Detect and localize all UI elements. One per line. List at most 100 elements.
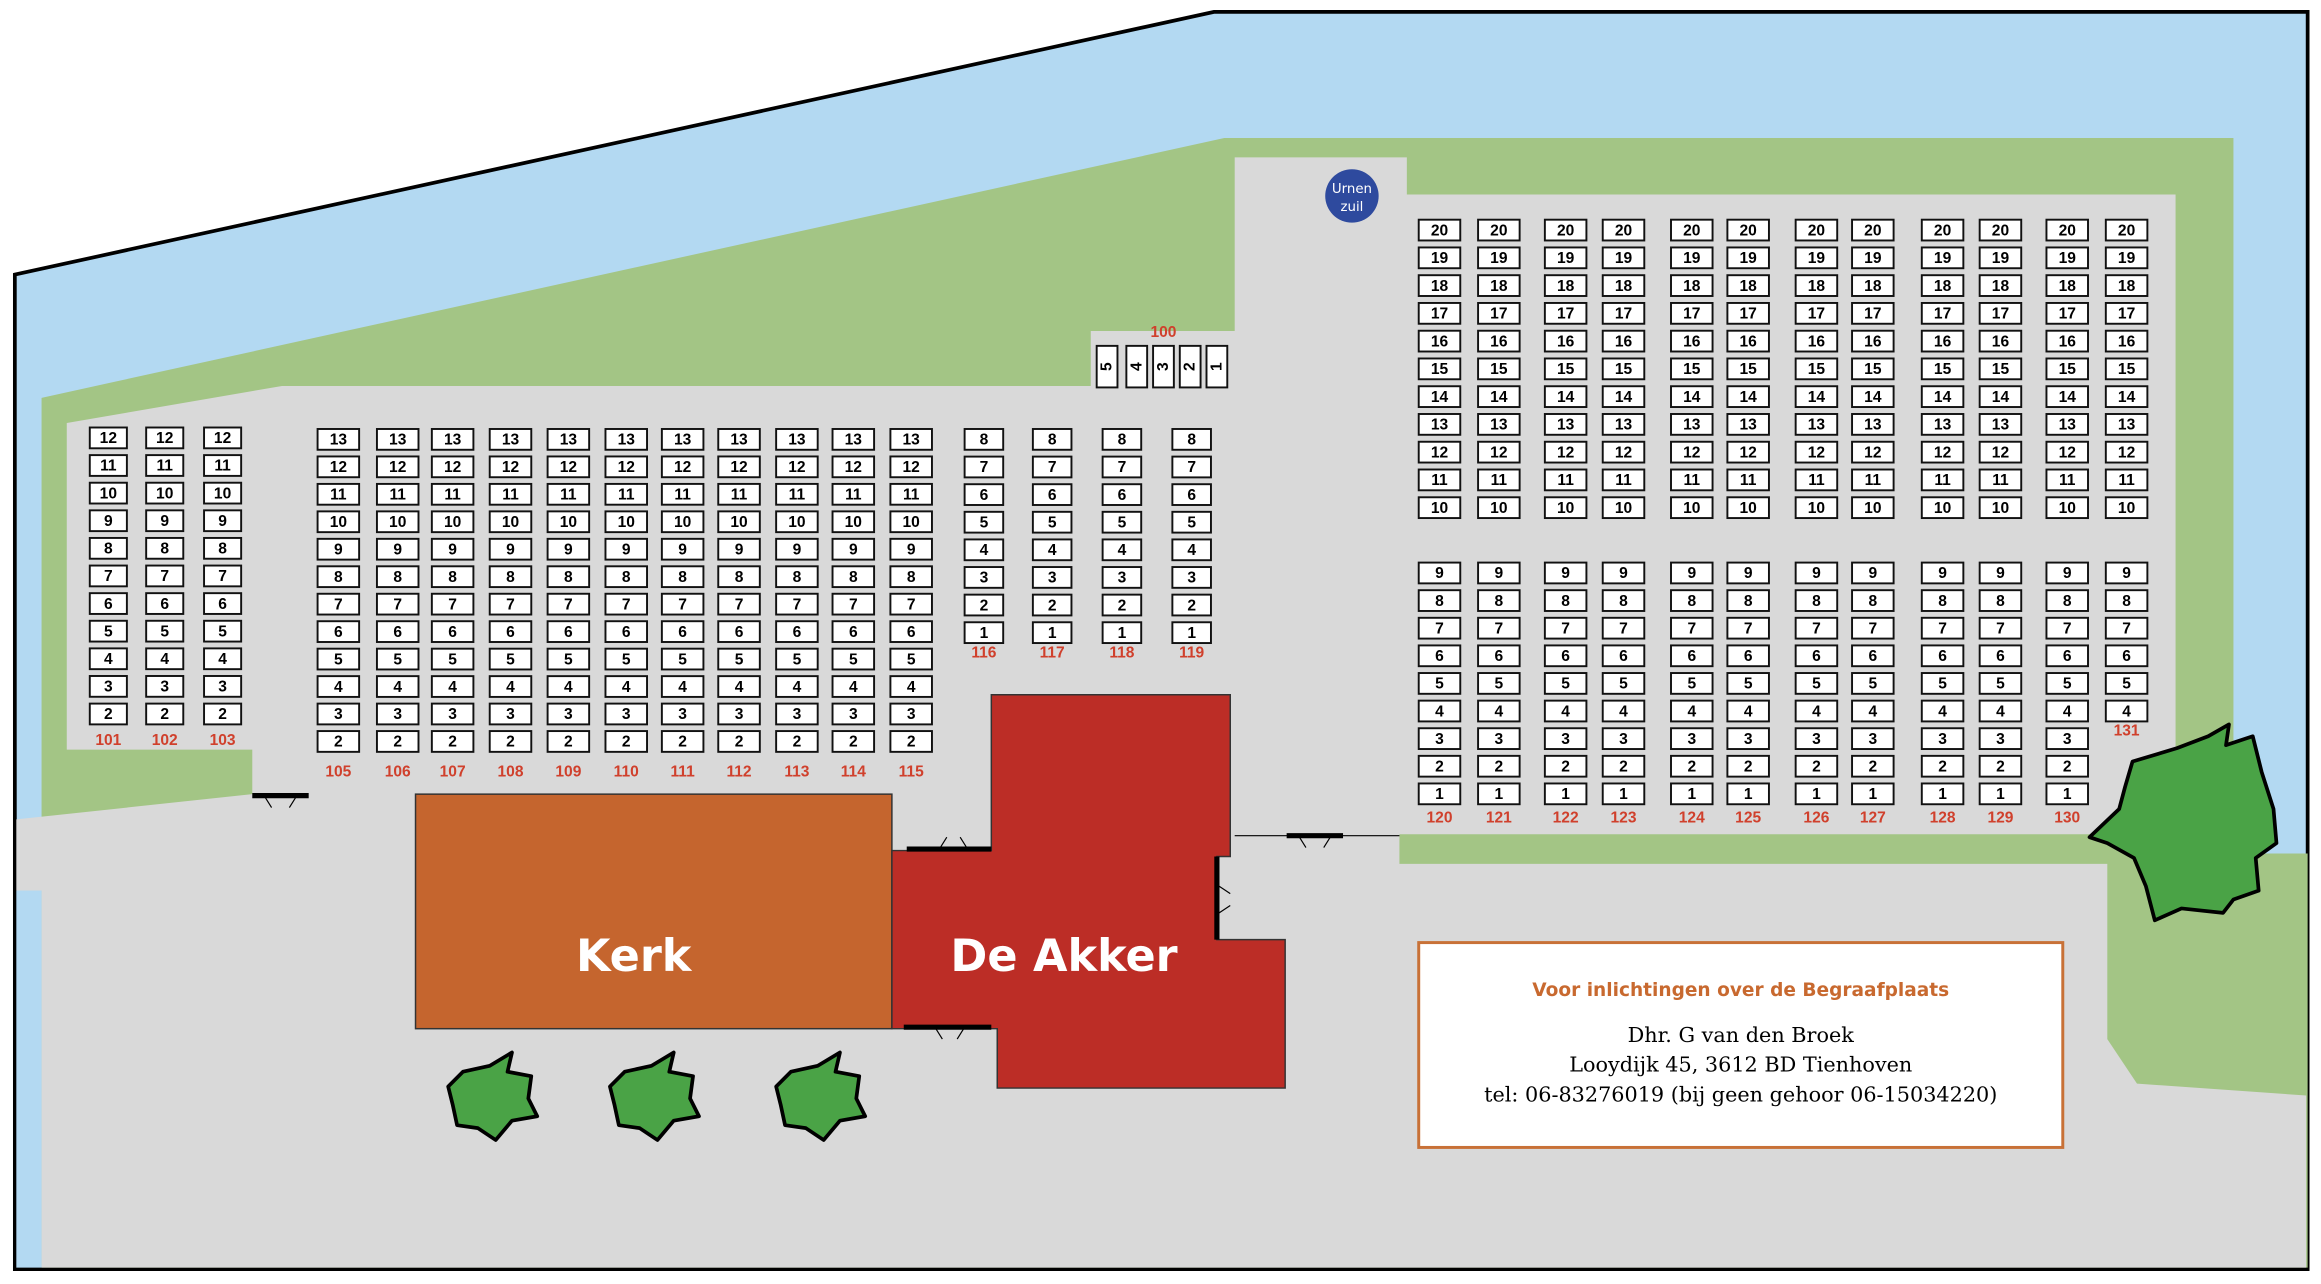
grave-plot[interactable]: 2 — [2045, 754, 2089, 778]
grave-plot[interactable]: 9 — [430, 537, 475, 561]
grave-plot[interactable]: 10 — [660, 510, 705, 534]
grave-plot[interactable]: 7 — [1978, 616, 2023, 640]
grave-plot[interactable]: 19 — [1920, 246, 1965, 270]
grave-plot[interactable]: 3 — [88, 675, 128, 698]
grave-plot[interactable]: 8 — [145, 536, 185, 560]
grave-plot[interactable]: 5 — [717, 647, 761, 671]
grave-plot[interactable]: 2 — [1417, 754, 1462, 778]
grave-plot[interactable]: 12 — [1543, 440, 1588, 464]
grave-plot[interactable]: 2 — [145, 702, 185, 726]
grave-plot[interactable]: 14 — [1726, 385, 1770, 408]
grave-plot[interactable]: 7 — [604, 592, 648, 616]
grave-plot[interactable]: 10 — [1477, 496, 1521, 520]
grave-plot[interactable]: 12 — [430, 455, 475, 479]
grave-plot[interactable]: 2 — [889, 730, 933, 753]
grave-plot[interactable]: 6 — [604, 620, 648, 643]
grave-plot[interactable]: 10 — [1543, 496, 1588, 520]
grave-plot[interactable]: 7 — [660, 592, 705, 616]
grave-plot[interactable]: 5 — [1417, 672, 1462, 695]
grave-plot[interactable]: 20 — [1601, 218, 1646, 242]
grave-plot[interactable]: 5 — [1031, 510, 1073, 534]
grave-plot[interactable]: 19 — [1794, 246, 1839, 270]
grave-plot[interactable]: 19 — [2104, 246, 2149, 270]
grave-plot[interactable]: 11 — [546, 482, 591, 506]
grave-plot[interactable]: 12 — [2045, 440, 2089, 464]
grave-plot[interactable]: 6 — [1920, 644, 1965, 668]
grave-plot[interactable]: 10 — [1726, 496, 1770, 520]
grave-plot[interactable]: 17 — [1920, 301, 1965, 325]
grave-plot[interactable]: 6 — [1417, 644, 1462, 668]
grave-plot[interactable]: 3 — [1726, 727, 1770, 750]
grave-plot[interactable]: 4 — [375, 675, 420, 698]
grave-plot[interactable]: 1 — [1543, 782, 1588, 806]
grave-plot[interactable]: 17 — [1477, 301, 1521, 325]
grave-plot[interactable]: 2 — [430, 730, 475, 753]
grave-plot[interactable]: 1 — [1670, 782, 1714, 806]
grave-plot[interactable]: 5 — [2045, 672, 2089, 695]
grave-plot[interactable]: 8 — [1920, 589, 1965, 612]
grave-plot[interactable]: 5 — [660, 647, 705, 671]
grave-plot[interactable]: 7 — [1543, 616, 1588, 640]
grave-plot[interactable]: 15 — [1543, 357, 1588, 381]
grave-plot[interactable]: 11 — [88, 454, 128, 477]
grave-plot[interactable]: 5 — [1101, 510, 1143, 534]
grave-plot[interactable]: 13 — [546, 428, 591, 451]
grave-plot[interactable]: 7 — [1101, 455, 1143, 479]
grave-plot[interactable]: 10 — [430, 510, 475, 534]
grave-plot[interactable]: 7 — [1171, 455, 1212, 479]
grave-plot[interactable]: 5 — [1726, 672, 1770, 695]
grave-plot[interactable]: 8 — [1670, 589, 1714, 612]
grave-plot[interactable]: 4 — [2045, 699, 2089, 723]
grave-plot[interactable]: 13 — [2045, 413, 2089, 436]
grave-plot[interactable]: 12 — [203, 426, 243, 450]
grave-plot[interactable]: 18 — [1794, 274, 1839, 297]
grave-plot[interactable]: 17 — [1601, 301, 1646, 325]
grave-plot[interactable]: 7 — [430, 592, 475, 616]
grave-plot[interactable]: 2 — [1978, 754, 2023, 778]
grave-plot[interactable]: 3 — [375, 702, 420, 726]
grave-plot[interactable]: 6 — [1851, 644, 1895, 668]
grave-plot[interactable]: 6 — [717, 620, 761, 643]
grave-plot[interactable]: 16 — [1794, 329, 1839, 353]
grave-plot[interactable]: 3 — [1978, 727, 2023, 750]
grave-plot[interactable]: 2 — [1477, 754, 1521, 778]
grave-plot[interactable]: 7 — [546, 592, 591, 616]
grave-plot[interactable]: 5 — [1978, 672, 2023, 695]
grave-plot[interactable]: 6 — [375, 620, 420, 643]
grave-plot[interactable]: 3 — [1670, 727, 1714, 750]
grave-plot[interactable]: 7 — [1601, 616, 1646, 640]
grave-plot[interactable]: 9 — [546, 537, 591, 561]
grave-plot[interactable]: 9 — [316, 537, 361, 561]
grave-plot[interactable]: 19 — [1726, 246, 1770, 270]
grave-plot[interactable]: 20 — [1477, 218, 1521, 242]
grave-plot[interactable]: 11 — [775, 482, 819, 506]
grave-plot[interactable]: 1 — [1851, 782, 1895, 806]
grave-plot[interactable]: 14 — [1920, 385, 1965, 408]
grave-plot[interactable]: 10 — [831, 510, 876, 534]
grave-plot[interactable]: 11 — [2045, 468, 2089, 492]
grave-plot[interactable]: 3 — [1851, 727, 1895, 750]
grave-plot[interactable]: 6 — [831, 620, 876, 643]
grave-plot[interactable]: 7 — [1031, 455, 1073, 479]
grave-plot[interactable]: 4 — [88, 647, 128, 671]
grave-plot[interactable]: 3 — [316, 702, 361, 726]
grave-plot[interactable]: 4 — [316, 675, 361, 698]
grave-plot[interactable]: 14 — [2045, 385, 2089, 408]
grave-plot[interactable]: 20 — [2104, 218, 2149, 242]
grave-plot[interactable]: 5 — [430, 647, 475, 671]
grave-plot[interactable]: 2 — [717, 730, 761, 753]
grave-plot[interactable]: 4 — [145, 647, 185, 671]
grave-plot[interactable]: 9 — [831, 537, 876, 561]
grave-plot[interactable]: 10 — [1978, 496, 2023, 520]
grave-plot[interactable]: 17 — [1543, 301, 1588, 325]
grave-plot[interactable]: 19 — [1670, 246, 1714, 270]
grave-plot[interactable]: 13 — [488, 428, 533, 451]
grave-plot[interactable]: 16 — [1477, 329, 1521, 353]
grave-plot[interactable]: 20 — [1851, 218, 1895, 242]
grave-plot[interactable]: 9 — [203, 509, 243, 533]
grave-plot[interactable]: 13 — [1794, 413, 1839, 436]
grave-plot[interactable]: 13 — [375, 428, 420, 451]
grave-plot[interactable]: 8 — [717, 565, 761, 589]
grave-plot[interactable]: 17 — [1978, 301, 2023, 325]
grave-plot[interactable]: 4 — [1101, 538, 1143, 562]
